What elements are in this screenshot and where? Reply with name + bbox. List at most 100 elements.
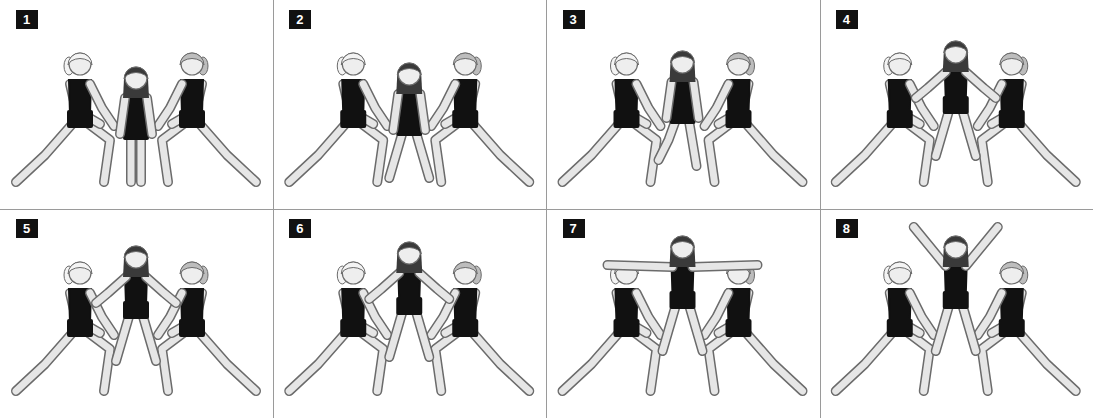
limb	[633, 122, 657, 182]
limb	[420, 94, 425, 130]
limb-outline	[563, 122, 621, 182]
hair	[615, 53, 639, 65]
stunt-figure-group	[563, 51, 803, 182]
step-number-box: 7	[563, 219, 585, 238]
limb-outline	[906, 331, 930, 391]
head	[672, 51, 694, 73]
limb-outline	[162, 331, 186, 391]
step-number-box: 5	[16, 219, 38, 238]
hair	[341, 53, 365, 65]
limb-outline	[709, 331, 733, 391]
shorts	[67, 319, 93, 337]
limb-outline	[1018, 331, 1076, 391]
limb	[162, 331, 186, 391]
limb	[415, 309, 429, 357]
limb-outline	[962, 108, 976, 156]
limb	[147, 98, 152, 134]
hair	[888, 262, 912, 274]
limb-outline	[420, 94, 425, 130]
shorts	[396, 297, 422, 315]
limb	[359, 331, 383, 391]
head	[125, 246, 147, 268]
limb	[982, 122, 1006, 182]
limb-outline	[637, 84, 661, 126]
divider-line	[0, 209, 1093, 210]
limb	[705, 293, 729, 335]
hair	[397, 63, 421, 75]
limb	[471, 331, 529, 391]
step-number: 2	[296, 12, 303, 27]
shorts	[340, 319, 366, 337]
limb-outline	[363, 84, 387, 126]
figures	[16, 41, 1076, 391]
limb-outline	[471, 122, 529, 182]
limb-outline	[419, 273, 449, 299]
limb-outline	[147, 98, 152, 134]
limb-outline	[916, 72, 946, 98]
limb-outline	[16, 331, 74, 391]
hair	[68, 53, 92, 65]
step-number: 5	[23, 221, 30, 236]
limb-outline	[709, 122, 733, 182]
limb	[435, 331, 459, 391]
limb	[689, 303, 703, 351]
hair	[944, 236, 968, 248]
limb	[431, 84, 455, 126]
limb-outline	[836, 122, 894, 182]
limb	[709, 122, 733, 182]
limb	[667, 82, 672, 118]
hair	[124, 67, 148, 79]
shorts	[179, 110, 205, 128]
limb	[289, 331, 347, 391]
limb-outline	[659, 118, 677, 160]
limb	[359, 122, 383, 182]
step-number-box: 3	[563, 10, 585, 29]
head	[889, 262, 911, 284]
limb-outline	[393, 94, 398, 130]
limb	[16, 122, 74, 182]
limb	[116, 313, 130, 361]
limb-outline	[910, 293, 934, 335]
head	[398, 242, 420, 264]
head	[889, 53, 911, 75]
shorts	[999, 319, 1025, 337]
step-number-box: 4	[836, 10, 858, 29]
limb	[146, 277, 176, 303]
limb	[120, 98, 125, 134]
limb	[471, 122, 529, 182]
shorts	[887, 319, 913, 337]
limb-outline	[982, 331, 1006, 391]
step-number: 4	[843, 12, 850, 27]
limb-outline	[359, 122, 383, 182]
head	[1001, 262, 1023, 284]
limb	[363, 84, 387, 126]
head	[181, 53, 203, 75]
limb-outline	[1018, 122, 1076, 182]
limb	[836, 331, 894, 391]
head	[342, 262, 364, 284]
hair	[180, 262, 204, 274]
head	[672, 236, 694, 258]
stunt-figure-group	[836, 41, 1076, 182]
limb	[289, 122, 347, 182]
step-number-box: 6	[289, 219, 311, 238]
hair	[453, 262, 477, 274]
head	[945, 236, 967, 258]
limb-outline	[369, 273, 399, 299]
limb-outline	[96, 277, 126, 303]
limb-outline	[705, 84, 729, 126]
limb-outline	[667, 82, 672, 118]
limb	[608, 265, 673, 267]
limb-outline	[162, 122, 186, 182]
limb-outline	[689, 118, 697, 166]
limb-outline	[689, 303, 703, 351]
shorts	[670, 106, 696, 124]
limb-outline	[906, 122, 930, 182]
limb	[1018, 331, 1076, 391]
stunt-figure-group	[289, 242, 529, 391]
limb	[906, 331, 930, 391]
limb-outline	[158, 84, 182, 126]
